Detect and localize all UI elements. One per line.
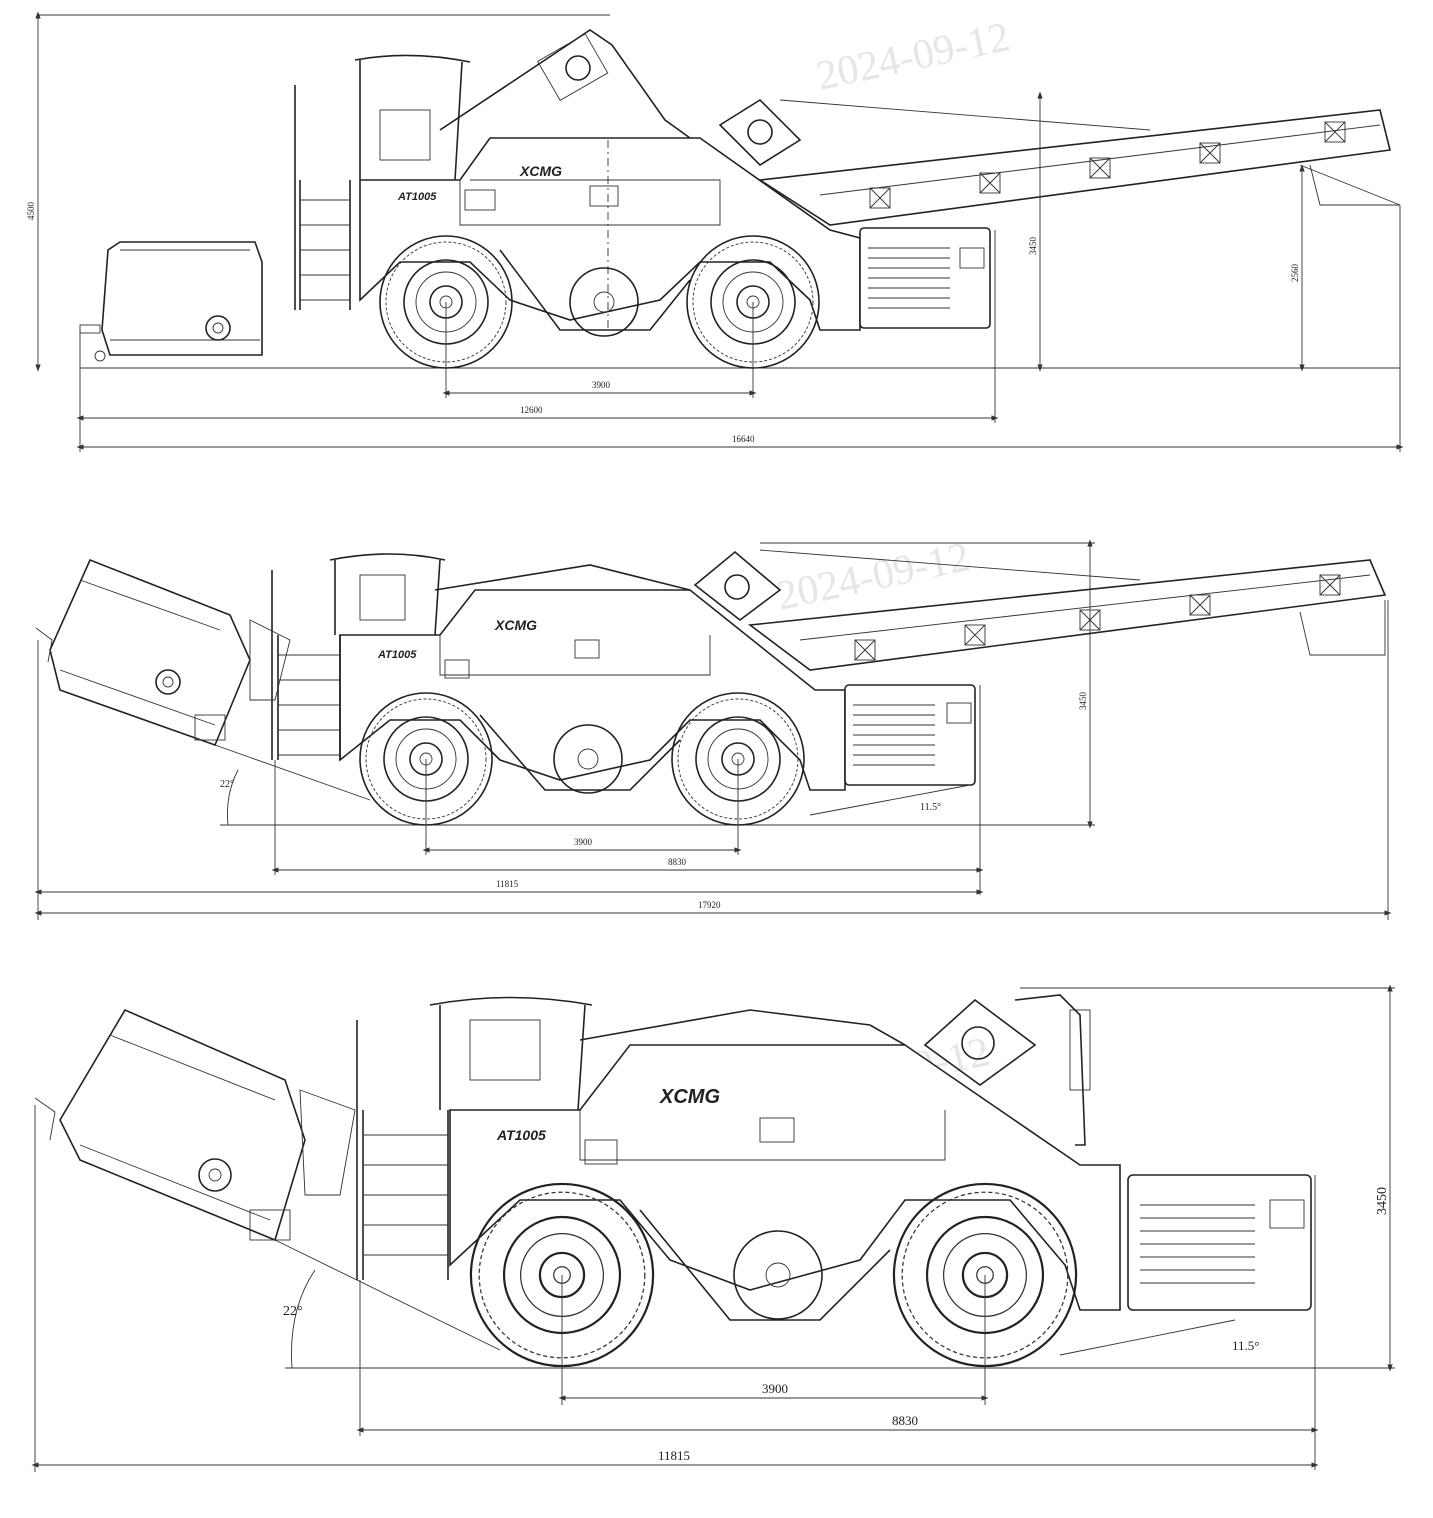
view-transport: XCMG AT1005	[26, 11, 1404, 452]
view-no-conveyor: XCMG AT1005 22° 11.5° 3450	[31, 984, 1395, 1472]
engine-box	[1127, 1174, 1312, 1311]
dim-total-length: 17920	[698, 900, 721, 910]
brand-logo: XCMG	[494, 617, 537, 633]
main-body	[339, 589, 846, 791]
dim-wheelbase: 3900	[592, 380, 611, 390]
angle-front: 22°	[283, 1304, 303, 1319]
dim-wheelbase: 3900	[574, 837, 593, 847]
dim-height-conveyor: 2560	[1290, 264, 1300, 283]
angle-rear: 11.5°	[1232, 1338, 1259, 1353]
dim-total-length: 11815	[658, 1448, 690, 1463]
dim-rear-length: 8830	[892, 1413, 918, 1428]
front-conveyor-arm	[439, 29, 691, 139]
brand-logo: XCMG	[659, 1086, 720, 1108]
model-label: AT1005	[377, 649, 417, 661]
model-label: AT1005	[496, 1127, 546, 1143]
dim-height-cab: 3450	[1028, 237, 1038, 256]
main-body	[359, 137, 861, 331]
angle-front: 22°	[220, 779, 234, 790]
model-label: AT1005	[397, 191, 437, 203]
cutter-head	[101, 241, 263, 356]
main-body	[449, 1044, 1121, 1311]
dim-height-total: 4500	[26, 202, 36, 221]
angle-rear: 11.5°	[920, 802, 941, 813]
brand-logo: XCMG	[519, 163, 562, 179]
dim-body-length: 11815	[496, 879, 519, 889]
cutter-head	[49, 558, 251, 747]
dim-body-length: 12600	[520, 405, 543, 415]
dim-height: 3450	[1078, 692, 1088, 711]
watermark-top: 2024-09-12	[813, 14, 1014, 100]
dim-height: 3450	[1375, 1187, 1390, 1215]
long-conveyor	[747, 559, 1387, 671]
cutter-head	[59, 1008, 306, 1242]
dim-rear-length: 8830	[668, 857, 687, 867]
view-raised: XCMG AT1005 22°	[34, 539, 1392, 920]
dim-total-length: 16640	[732, 434, 755, 444]
long-conveyor	[757, 109, 1391, 226]
dim-wheelbase: 3900	[762, 1381, 788, 1396]
